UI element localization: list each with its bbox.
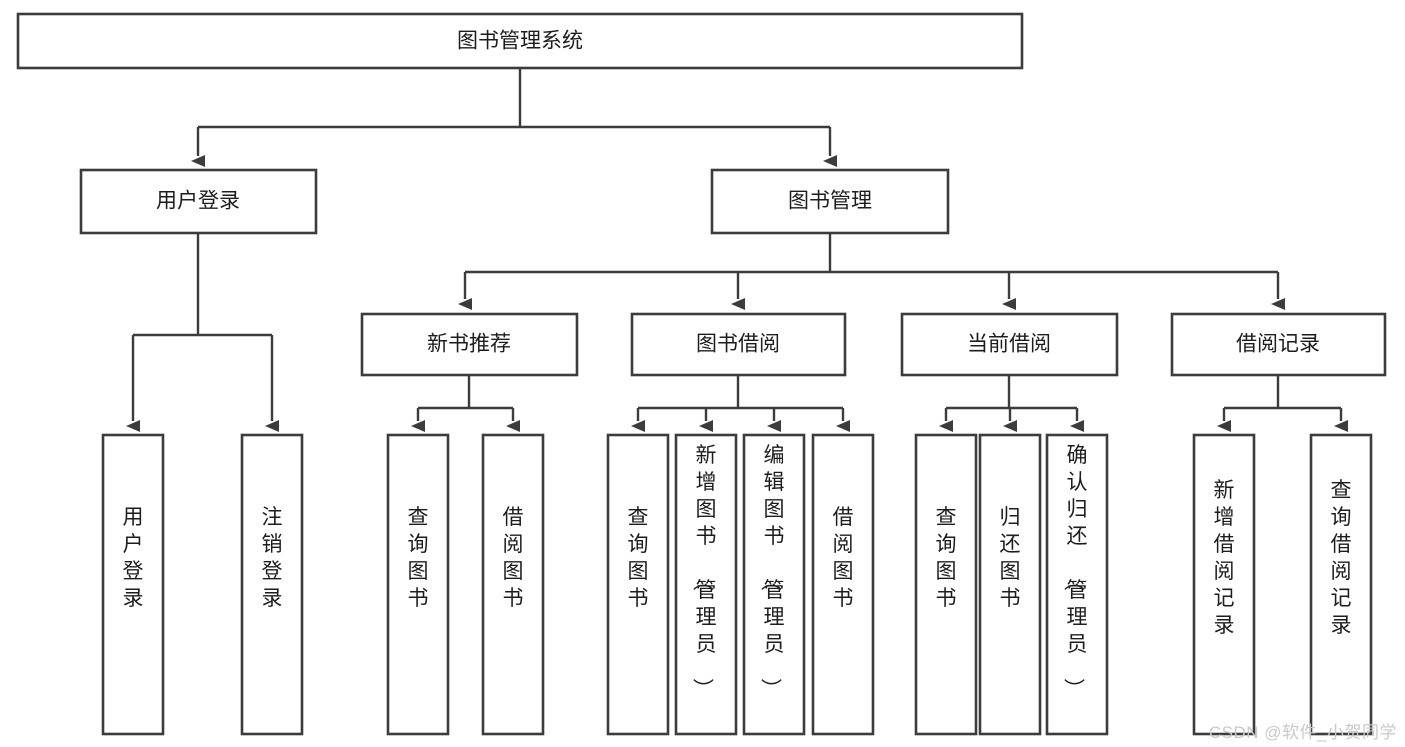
leaf-label: 新增图书（管理员） — [691, 444, 717, 699]
current-borrow-label: 当前借阅 — [967, 333, 1051, 356]
csdn-watermark: CSDN @软件_小贺同学 — [1208, 723, 1397, 742]
borrow-record-label: 借阅记录 — [1236, 333, 1320, 356]
leaf-box[interactable] — [606, 433, 670, 736]
user-login-box[interactable] — [79, 168, 318, 235]
leaf-box[interactable] — [240, 433, 304, 736]
current-borrow-box[interactable] — [900, 312, 1119, 377]
leaf-box[interactable] — [1045, 433, 1109, 736]
node-root-book-management-system[interactable]: 图书管理系统 — [16, 12, 1024, 70]
node-leaf-add-book-admin[interactable]: 新增图书（管理员） — [674, 433, 738, 736]
leaf-label: 借阅图书 — [833, 506, 854, 610]
node-leaf-edit-book-admin[interactable]: 编辑图书（管理员） — [742, 433, 806, 736]
node-leaf-query-book-3[interactable]: 查询图书 — [914, 433, 978, 736]
leaf-box[interactable] — [386, 433, 450, 736]
node-leaf-return-book[interactable]: 归还图书 — [978, 433, 1042, 736]
leaf-box[interactable] — [811, 433, 875, 736]
edge-group-book-manage-to-level3 — [458, 233, 1285, 310]
leaf-label: 查询图书 — [408, 506, 429, 610]
leaf-label: 查询借阅记录 — [1331, 479, 1352, 637]
edge-group-user-login-to-leaves — [126, 233, 279, 432]
user-login-label: 用户登录 — [156, 190, 240, 213]
edge-group-borrow-record-to-leaves — [1217, 375, 1348, 432]
node-leaf-user-login[interactable]: 用户登录 — [101, 433, 165, 736]
leaf-box[interactable] — [101, 433, 165, 736]
leaf-box[interactable] — [1309, 433, 1373, 736]
leaf-label: 编辑图书（管理员） — [759, 444, 785, 699]
leaf-label: 确认归还（管理员） — [1062, 444, 1088, 699]
node-leaf-confirm-return-admin[interactable]: 确认归还（管理员） — [1045, 433, 1109, 736]
leaf-label: 查询图书 — [936, 506, 957, 610]
node-new-book-recommend[interactable]: 新书推荐 — [360, 312, 579, 377]
node-leaf-logout[interactable]: 注销登录 — [240, 433, 304, 736]
book-borrow-label: 图书借阅 — [696, 333, 780, 356]
root-box[interactable] — [16, 12, 1024, 70]
root-label: 图书管理系统 — [457, 30, 583, 53]
book-borrow-box[interactable] — [630, 312, 847, 377]
edge-group-new-book-to-leaves — [411, 375, 520, 432]
node-leaf-add-borrow-record[interactable]: 新增借阅记录 — [1192, 433, 1256, 736]
node-leaf-query-borrow-record[interactable]: 查询借阅记录 — [1309, 433, 1373, 736]
node-current-borrow[interactable]: 当前借阅 — [900, 312, 1119, 377]
borrow-record-box[interactable] — [1170, 312, 1387, 377]
edge-group-current-borrow-to-leaves — [939, 375, 1084, 432]
book-management-label: 图书管理 — [788, 190, 872, 213]
node-leaf-borrow-book-2[interactable]: 借阅图书 — [811, 433, 875, 736]
node-user-login[interactable]: 用户登录 — [79, 168, 318, 235]
leaf-box[interactable] — [978, 433, 1042, 736]
node-book-management[interactable]: 图书管理 — [710, 168, 950, 235]
node-leaf-borrow-book-1[interactable]: 借阅图书 — [481, 433, 545, 736]
leaf-label: 归还图书 — [1000, 506, 1021, 610]
leaf-box[interactable] — [914, 433, 978, 736]
new-book-recommend-label: 新书推荐 — [427, 333, 511, 356]
leaf-label: 用户登录 — [123, 506, 144, 610]
leaf-label: 注销登录 — [262, 506, 283, 610]
leaf-label: 查询图书 — [628, 506, 649, 610]
node-leaf-query-book-2[interactable]: 查询图书 — [606, 433, 670, 736]
leaf-box[interactable] — [1192, 433, 1256, 736]
edge-group-book-borrow-to-leaves — [631, 375, 850, 432]
edge-group-root-to-level2 — [191, 68, 837, 167]
leaf-label: 借阅图书 — [503, 506, 524, 610]
leaf-box[interactable] — [674, 433, 738, 736]
leaf-box[interactable] — [742, 433, 806, 736]
leaf-label: 新增借阅记录 — [1214, 479, 1235, 637]
leaf-box[interactable] — [481, 433, 545, 736]
node-book-borrow[interactable]: 图书借阅 — [630, 312, 847, 377]
new-book-recommend-box[interactable] — [360, 312, 579, 377]
node-leaf-query-book-1[interactable]: 查询图书 — [386, 433, 450, 736]
book-management-box[interactable] — [710, 168, 950, 235]
node-borrow-record[interactable]: 借阅记录 — [1170, 312, 1387, 377]
